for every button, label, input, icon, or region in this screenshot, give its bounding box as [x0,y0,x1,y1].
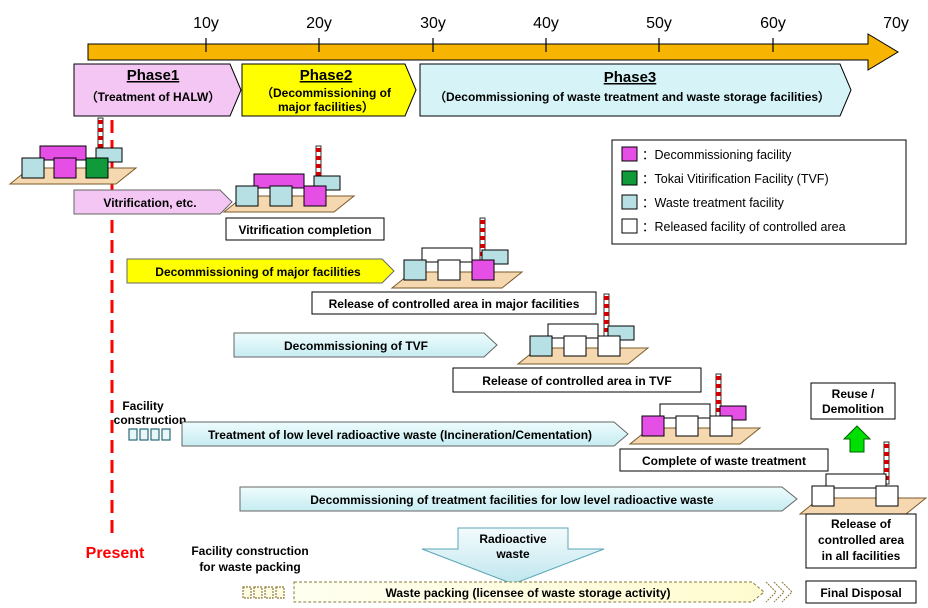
facility-site-major-released [390,217,524,289]
phase2-subtitle-line1: （Decommissioning of [261,85,392,100]
continuation-chevrons-icon [765,581,793,603]
phase3-title: Phase3 [604,69,657,86]
activity-waste-packing: Waste packing (licensee of waste storage… [293,581,793,603]
activity-label: Vitrification, etc. [103,196,196,210]
radioactive-waste-arrow: Radioactive waste [421,527,605,585]
tick-label: 60y [760,15,786,32]
milestone-label: Release of [831,517,892,531]
activity-label: Treatment of low level radioactive waste… [208,428,592,442]
milestone-label: Final Disposal [820,586,901,600]
milestone-label: in all facilities [822,549,901,563]
milestone-label: Vitrification completion [238,223,371,237]
construction-block [128,428,138,441]
milestone-label: Complete of waste treatment [642,454,806,468]
activity-label: Waste packing (licensee of waste storage… [386,586,671,600]
phase2-title: Phase2 [300,67,353,84]
phase1-title: Phase1 [127,67,180,84]
milestone-reuse-demolition: Reuse / Demolition [810,382,896,420]
up-arrow-icon [842,425,872,453]
facility-construction-label: Facility construction [191,544,308,558]
facility-construction-label: Facility [122,399,164,413]
milestone-label: controlled area [818,533,904,547]
tick-label: 40y [533,15,559,32]
construction-block [161,428,171,441]
construction-block [253,586,263,599]
phase2-box: Phase2 （Decommissioning of major facilit… [241,63,417,117]
tick-label: 70y [883,15,909,32]
legend-label: ：Released facility of controlled area [642,220,846,234]
facility-construction-label: for waste packing [199,560,300,574]
legend-swatch [621,170,638,186]
activity-treatment-llw: Treatment of low level radioactive waste… [181,421,629,447]
milestone-label: Demolition [822,402,884,416]
activity-label: Decommissioning of treatment facilities … [310,493,714,507]
legend-label: ：Tokai Vitirification Facility (TVF) [642,172,829,186]
construction-block [139,428,149,441]
facility-site-treatment-complete [628,373,762,445]
activity-vitrification: Vitrification, etc. [73,189,233,215]
activity-decommissioning-treatment-facilities: Decommissioning of treatment facilities … [239,486,798,512]
timeline-ticks: 10y 20y 30y 40y 50y 60y 70y [193,15,909,52]
milestone-vitrification-completion: Vitrification completion [225,217,385,241]
legend-swatch [621,194,638,210]
milestone-release-tvf: Release of controlled area in TVF [452,367,702,393]
tick-label: 20y [306,15,332,32]
facility-construction-label: construction [114,413,187,427]
facility-site-vitrification [222,145,356,213]
facility-site-tvf-released [516,293,650,365]
facility-site-all-released [798,441,928,515]
radioactive-waste-label: waste [495,547,530,561]
phase3-box: Phase3 （Decommissioning of waste treatme… [419,63,852,117]
phase2-subtitle-line2: major facilities） [278,99,374,114]
activity-decommissioning-major: Decommissioning of major facilities [126,258,395,284]
phase1-subtitle: （Treatment of HALW） [86,89,221,104]
milestone-release-all: Release of controlled area in all facili… [805,513,917,569]
phase3-subtitle: （Decommissioning of waste treatment and … [434,89,830,104]
activity-label: Decommissioning of major facilities [155,265,361,279]
facility-construction-treatment: Facility construction [114,399,187,441]
timeline-arrow [87,33,899,71]
milestone-label: Release of controlled area in TVF [482,374,671,388]
milestone-label: Release of controlled area in major faci… [329,297,580,311]
construction-block [275,586,285,599]
milestone-release-major: Release of controlled area in major faci… [311,291,597,315]
tick-label: 30y [420,15,446,32]
milestone-label: Reuse / [832,387,875,401]
legend-label: ：Waste treatment facility [642,196,785,210]
legend: ：Decommissioning facility ：Tokai Vitirif… [611,139,907,245]
milestone-complete-treatment: Complete of waste treatment [619,448,829,472]
legend-label: ：Decommissioning facility [642,148,792,162]
present-label: Present [86,545,145,562]
construction-block [150,428,160,441]
construction-block [242,586,252,599]
legend-swatch [621,218,638,234]
milestone-final-disposal: Final Disposal [805,580,917,604]
phase1-box: Phase1 （Treatment of HALW） [73,63,242,117]
radioactive-waste-label: Radioactive [479,532,547,546]
legend-swatch [621,146,638,162]
tick-label: 50y [646,15,672,32]
facility-construction-packing: Facility construction for waste packing [191,544,309,599]
activity-decommissioning-tvf: Decommissioning of TVF [233,332,498,358]
tick-label: 10y [193,15,219,32]
facility-site-present [8,117,138,185]
activity-label: Decommissioning of TVF [284,339,428,353]
construction-block [264,586,274,599]
